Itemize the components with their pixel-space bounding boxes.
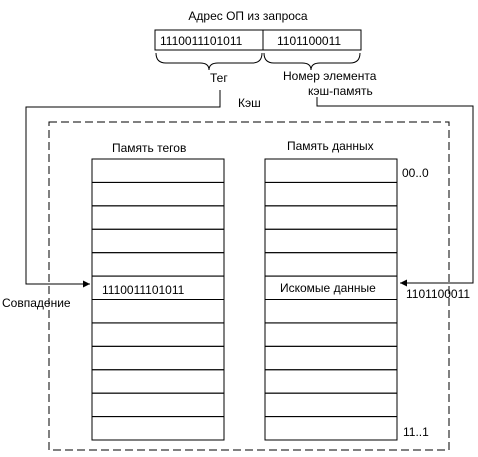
tag-compare-line [25, 90, 221, 288]
address-index-value: 1101100011 [277, 34, 341, 48]
tag-memory-row [91, 369, 225, 394]
data-memory-row [264, 158, 398, 183]
tag-label: Тег [210, 71, 228, 85]
data-memory [264, 158, 398, 441]
matched-tag-value: 1110011101011 [102, 283, 185, 297]
data-memory-row [264, 345, 398, 371]
tag-memory [91, 158, 225, 441]
incoming-index-label: 1101100011 [406, 287, 470, 301]
tag-memory-row [91, 345, 225, 371]
index-label-line1: Номер элемента [283, 69, 377, 83]
tag-memory-row [91, 392, 225, 418]
tag-memory-row [91, 299, 225, 324]
data-memory-title: Память данных [287, 139, 374, 153]
address-tag-value: 1110011101011 [160, 34, 243, 48]
data-memory-row [264, 322, 398, 347]
tag-memory-row [91, 181, 225, 207]
data-memory-row [264, 252, 398, 277]
tag-memory-row [91, 158, 225, 183]
last-address-label: 11..1 [403, 425, 429, 439]
tag-memory-row [91, 252, 225, 277]
index-label-line2: кэш-память [308, 84, 373, 98]
data-memory-row [264, 205, 398, 230]
tag-memory-row [91, 322, 225, 347]
first-address-label: 00..0 [402, 166, 429, 180]
index-select-line [316, 97, 474, 287]
address-register [154, 29, 362, 51]
index-brace [263, 52, 361, 71]
data-memory-row [264, 392, 398, 418]
tag-brace [155, 52, 263, 71]
tag-memory-title: Память тегов [112, 141, 186, 155]
data-memory-row [264, 416, 398, 441]
cache-label: Кэш [238, 96, 261, 110]
tag-memory-row [91, 416, 225, 441]
address-title: Адрес ОП из запроса [188, 9, 308, 23]
found-data-label: Искомые данные [280, 281, 376, 295]
data-memory-row [264, 299, 398, 324]
data-memory-row [264, 181, 398, 207]
tag-memory-row [91, 205, 225, 230]
data-memory-row [264, 228, 398, 254]
data-memory-row [264, 369, 398, 394]
cache-boundary [48, 121, 450, 451]
match-label: Совпадение [2, 296, 71, 310]
tag-memory-row [91, 228, 225, 254]
